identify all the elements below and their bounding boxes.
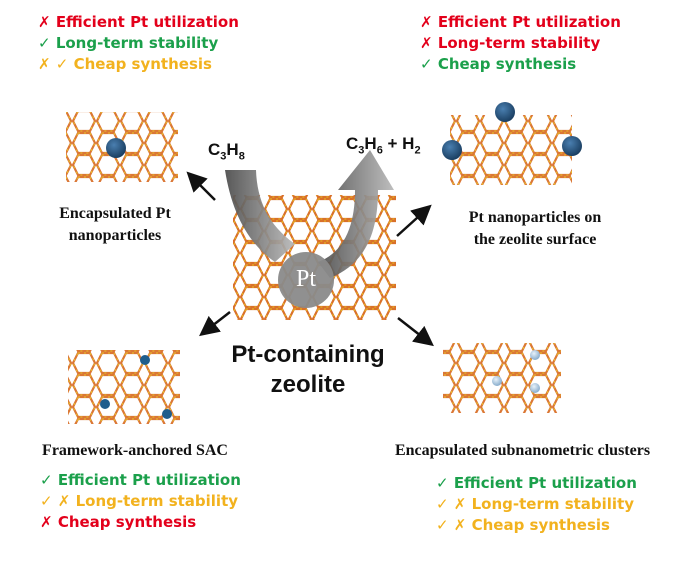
criterion-item: ✗ Efficient Pt utilization xyxy=(38,13,239,31)
pt-circle xyxy=(278,252,334,308)
arrow-top-left xyxy=(186,171,216,201)
arrow-bottom-left xyxy=(199,311,231,337)
label-top-right: Pt nanoparticles on the zeolite surface xyxy=(468,209,602,248)
criterion-item: ✓ Long-term stability xyxy=(38,34,219,52)
reactant-formula: C3H8 xyxy=(208,140,245,163)
label-bottom-right: Encapsulated subnanometric clusters xyxy=(394,442,651,459)
criterion-item: ✓ Efficient Pt utilization xyxy=(436,474,637,492)
criterion-item: ✓ ✗ Long-term stability xyxy=(40,492,239,510)
product-formula: C3H6 + H2 xyxy=(346,134,421,157)
center-title: Pt-containing zeolite xyxy=(231,341,385,398)
criterion-item: ✓ Cheap synthesis xyxy=(420,55,577,73)
zeolite-bottom-left xyxy=(68,350,180,424)
reactant-arrow xyxy=(225,170,295,262)
criteria-bottom-right: ✓ Efficient Pt utilization ✓ ✗ Long-term… xyxy=(436,473,637,536)
criteria-bottom-left: ✓ Efficient Pt utilization ✓ ✗ Long-term… xyxy=(40,470,241,533)
criterion-item: ✓ ✗ Long-term stability xyxy=(436,495,635,513)
arrow-bottom-right xyxy=(397,317,434,347)
criterion-item: ✗ Long-term stability xyxy=(420,34,601,52)
label-bottom-left: Framework-anchored SAC xyxy=(42,442,228,459)
label-top-left: Encapsulated Pt nanoparticles xyxy=(59,205,171,244)
criterion-item: ✓ ✗ Cheap synthesis xyxy=(436,516,610,534)
zeolite-bottom-right xyxy=(443,343,561,413)
criteria-top-right: ✗ Efficient Pt utilization ✗ Long-term s… xyxy=(420,12,621,75)
criterion-item: ✓ Efficient Pt utilization xyxy=(40,471,241,489)
zeolite-top-left xyxy=(66,112,178,182)
pt-label: Pt xyxy=(295,266,316,292)
criterion-item: ✗ Efficient Pt utilization xyxy=(420,13,621,31)
product-arrow xyxy=(318,150,394,278)
criterion-item: ✗ ✓ Cheap synthesis xyxy=(38,55,212,73)
criteria-top-left: ✗ Efficient Pt utilization ✓ Long-term s… xyxy=(38,12,239,75)
zeolite-top-right xyxy=(442,102,582,185)
criterion-item: ✗ Cheap synthesis xyxy=(40,513,197,531)
arrow-top-right xyxy=(396,204,432,237)
